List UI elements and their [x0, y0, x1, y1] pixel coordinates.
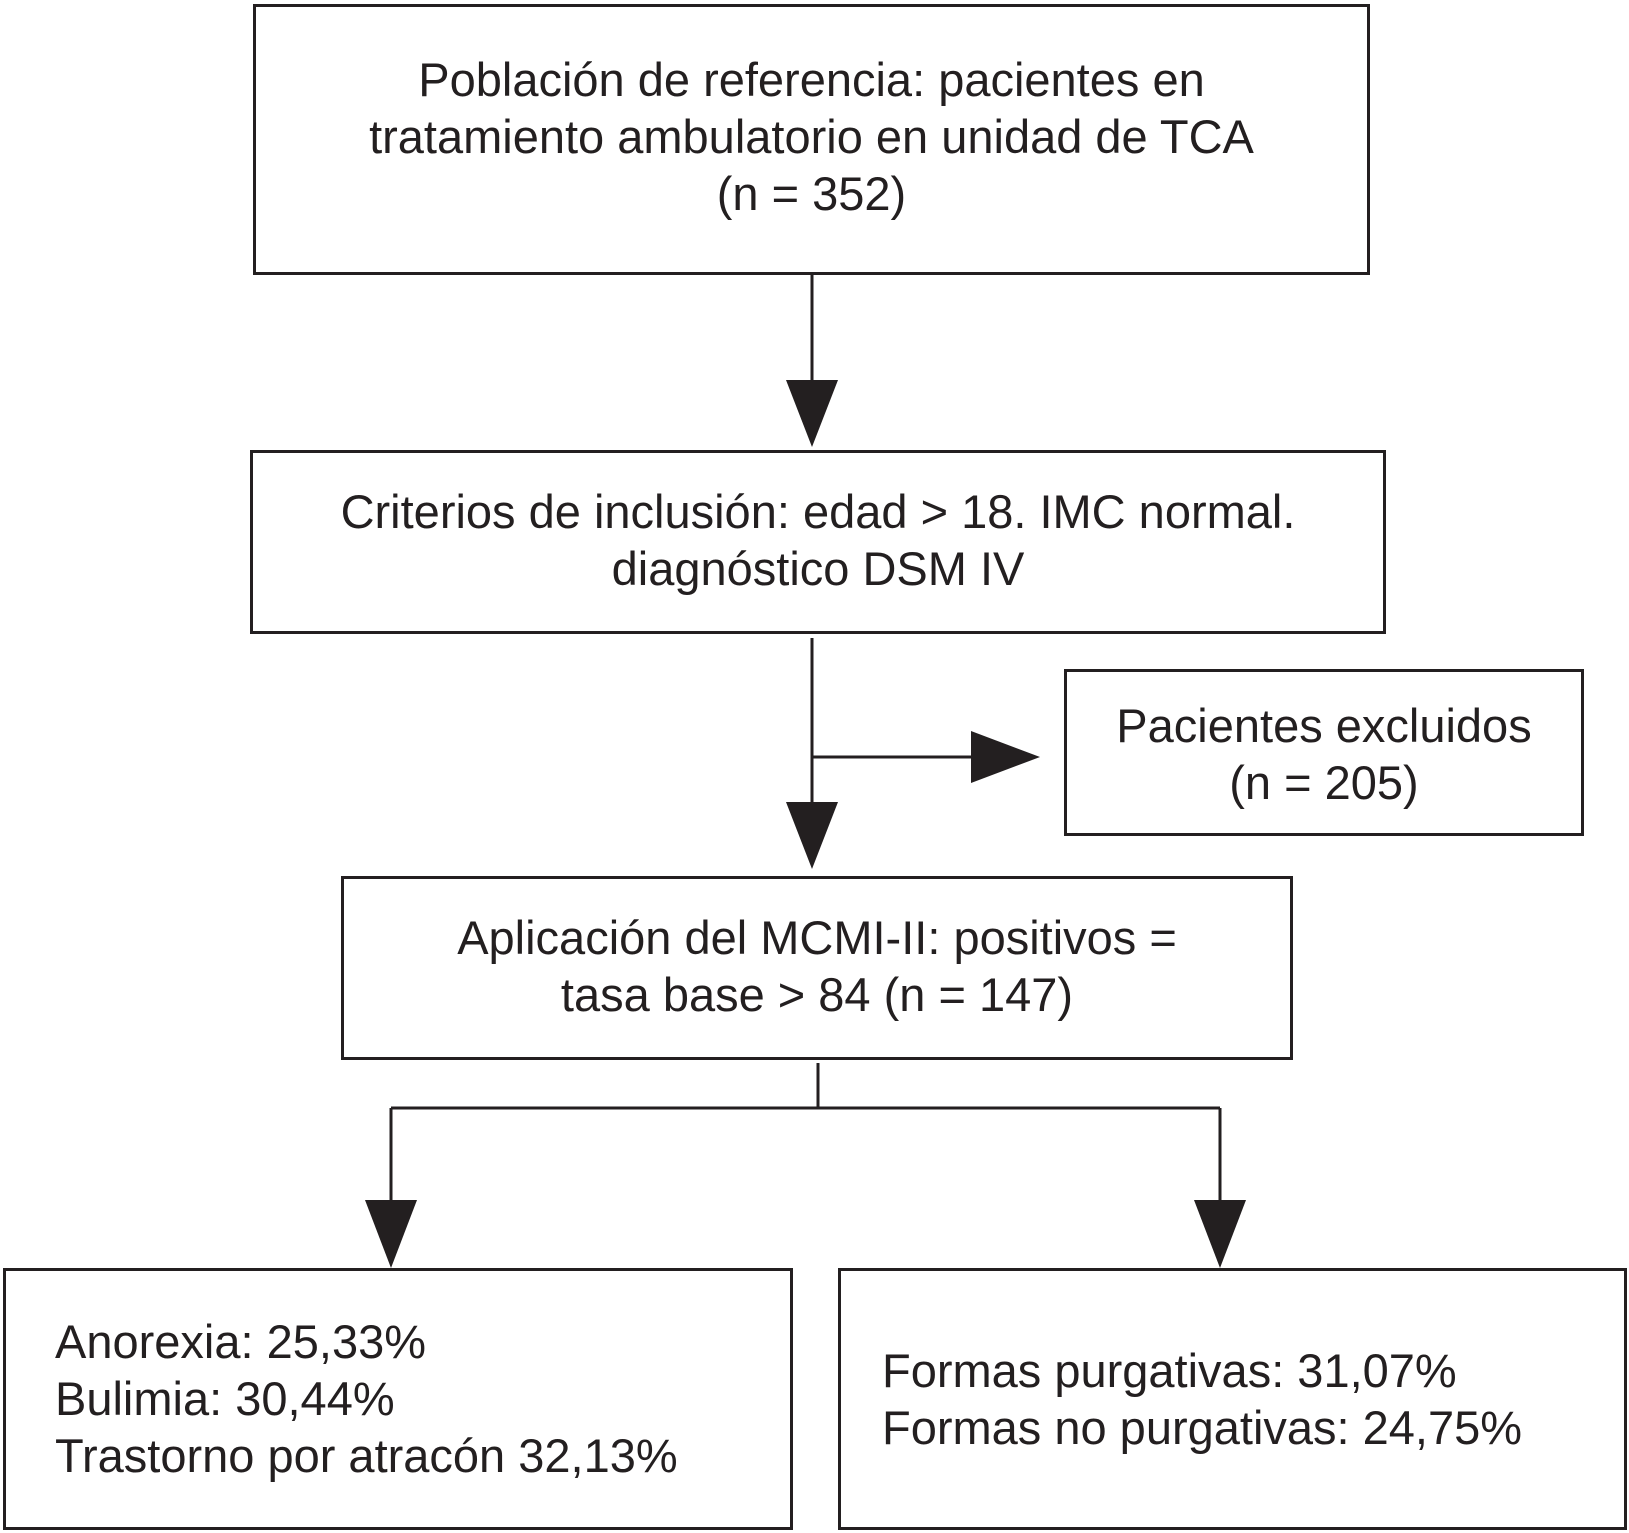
arrowhead-to-diagnoses	[365, 1200, 417, 1268]
excluded-count: (n = 205)	[1229, 756, 1419, 809]
mcmi-application-box: Aplicación del MCMI-II: positivos = tasa…	[341, 876, 1293, 1060]
population-line-1: Población de referencia: pacientes en	[418, 53, 1205, 106]
binge-eating-percentage: Trastorno por atracón 32,13%	[55, 1429, 678, 1482]
excluded-patients-box: Pacientes excluidos (n = 205)	[1064, 669, 1584, 836]
purgative-forms-percentage: Formas purgativas: 31,07%	[882, 1344, 1457, 1397]
excluded-label: Pacientes excluidos	[1116, 699, 1532, 752]
population-count: (n = 352)	[716, 167, 907, 220]
diagnoses-box: Anorexia: 25,33% Bulimia: 30,44% Trastor…	[3, 1268, 793, 1530]
population-line-2: tratamiento ambulatorio en unidad de TCA	[369, 110, 1254, 163]
inclusion-line-1: Criterios de inclusión: edad > 18. IMC n…	[340, 485, 1296, 538]
mcmi-line-2: tasa base > 84 (n = 147)	[560, 968, 1074, 1021]
arrowhead-to-forms	[1194, 1200, 1246, 1268]
non-purgative-forms-percentage: Formas no purgativas: 24,75%	[882, 1401, 1523, 1454]
inclusion-line-2: diagnóstico DSM IV	[611, 542, 1025, 595]
bulimia-percentage: Bulimia: 30,44%	[55, 1372, 395, 1425]
mcmi-line-1: Aplicación del MCMI-II: positivos =	[457, 911, 1177, 964]
arrowhead-to-mcmi	[786, 802, 838, 869]
arrowhead-to-inclusion	[786, 380, 838, 447]
arrowhead-to-excluded	[971, 731, 1040, 783]
anorexia-percentage: Anorexia: 25,33%	[55, 1315, 427, 1368]
purgative-forms-box: Formas purgativas: 31,07% Formas no purg…	[838, 1268, 1627, 1530]
inclusion-criteria-box: Criterios de inclusión: edad > 18. IMC n…	[250, 450, 1386, 634]
population-box: Población de referencia: pacientes en tr…	[253, 4, 1370, 275]
